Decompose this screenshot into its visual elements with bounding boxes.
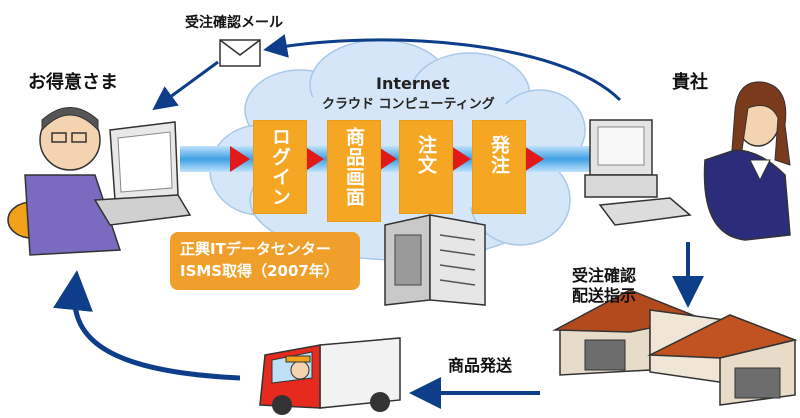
truck-illustration [259, 337, 401, 415]
chevron-5 [524, 146, 544, 172]
step-purchase-order: 発注 [472, 120, 526, 214]
order-confirm-label-1: 受注確認 [572, 266, 637, 285]
server-rack [384, 214, 486, 306]
datacenter-callout: 正興ITデータセンター ISMS取得（2007年） [170, 232, 360, 290]
mail-envelope-icon [219, 39, 261, 67]
step-product-screen: 商品画面 [327, 120, 381, 222]
order-confirm-label-2: 配送指示 [572, 286, 637, 305]
datacenter-line2: ISMS取得（2007年） [180, 262, 339, 280]
chevron-1 [230, 146, 250, 172]
warehouse-illustration [552, 289, 798, 406]
company-illustration [584, 81, 791, 241]
internet-label: Internet [376, 74, 450, 93]
pc-keyboard [598, 197, 692, 226]
arrow-truck-to-customer [53, 270, 241, 381]
step-purchase-order-label: 発注 [488, 135, 510, 175]
chevron-3 [377, 146, 397, 172]
datacenter-line1: 正興ITデータセンター [180, 240, 331, 258]
cloud-label: クラウド コンピューティング [322, 97, 495, 112]
shipping-label: 商品発送 [448, 356, 513, 375]
step-product-screen-label: 商品画面 [343, 127, 365, 207]
company-label: 貴社 [672, 72, 708, 93]
arrow-mail-to-customer [152, 60, 219, 111]
step-login: ログイン [253, 120, 307, 214]
arrow-company-to-mail [263, 34, 622, 102]
step-order: 注文 [399, 120, 453, 214]
customer-illustration [7, 107, 192, 256]
step-order-label: 注文 [415, 135, 437, 175]
step-login-label: ログイン [269, 127, 291, 207]
customer-label: お得意さま [28, 72, 118, 93]
laptop-base [93, 194, 192, 226]
chevron-2 [304, 146, 324, 172]
flow-chevrons [230, 146, 544, 172]
mail-label: 受注確認メール [185, 15, 283, 31]
chevron-4 [451, 146, 471, 172]
